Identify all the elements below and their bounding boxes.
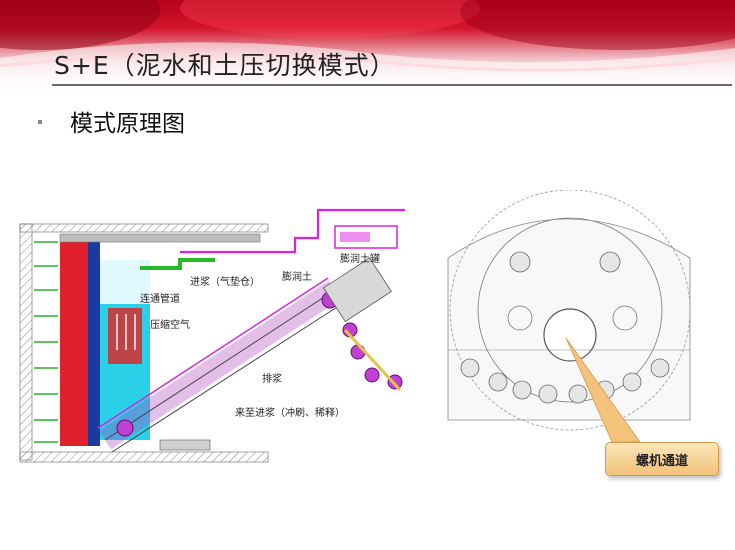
roof-hatch (19, 223, 269, 233)
cutterhead-section (447, 190, 691, 443)
slurry-feed-pipe (140, 258, 215, 270)
excavation-chamber (60, 238, 90, 446)
label-slurry-in: 进浆（气垫仓） (190, 275, 260, 288)
compressed-air-zone (108, 308, 142, 364)
bulkhead (88, 238, 100, 446)
label-bentonite: 膨润土 (282, 270, 312, 283)
floor-hatch (19, 451, 269, 463)
air-arrows (116, 314, 136, 350)
bottom-equipment (159, 439, 211, 451)
screw-discharge-line (97, 277, 346, 453)
shield-top (59, 233, 261, 243)
label-discharge: 排浆 (262, 372, 282, 385)
cutter-tools (460, 251, 670, 404)
bullet-marker (38, 120, 42, 124)
face-hatch (19, 223, 33, 461)
section-subtitle: 模式原理图 (70, 111, 185, 137)
page-title: S+E（泥水和土压切换模式） (54, 51, 396, 80)
shield-diagram: 连通管道 压缩空气 进浆（气垫仓） 膨润土 膨润土罐 排浆 来至进浆（冲刷、稀释… (19, 208, 405, 463)
label-bentonite-tank: 膨润土罐 (340, 252, 380, 265)
discharge-unit (322, 257, 392, 323)
label-connecting-pipe: 连通管道 (140, 292, 180, 305)
label-compressed-air: 压缩空气 (150, 318, 190, 331)
callout-screw-channel: 螺机通道 (605, 442, 719, 476)
title-divider (52, 84, 732, 86)
bentonite-line (180, 208, 405, 254)
outlet-pipe (343, 328, 402, 392)
screw-conveyor-opening (543, 308, 597, 362)
face-pressure-arrows (34, 241, 58, 443)
label-supply: 来至进浆（冲刷、稀释） (235, 406, 345, 419)
banner-decoration (0, 0, 735, 95)
tbm-schematic: 连通管道 压缩空气 进浆（气垫仓） 膨润土 膨润土罐 排浆 来至进浆（冲刷、稀释… (19, 190, 691, 463)
header-banner (0, 0, 735, 95)
